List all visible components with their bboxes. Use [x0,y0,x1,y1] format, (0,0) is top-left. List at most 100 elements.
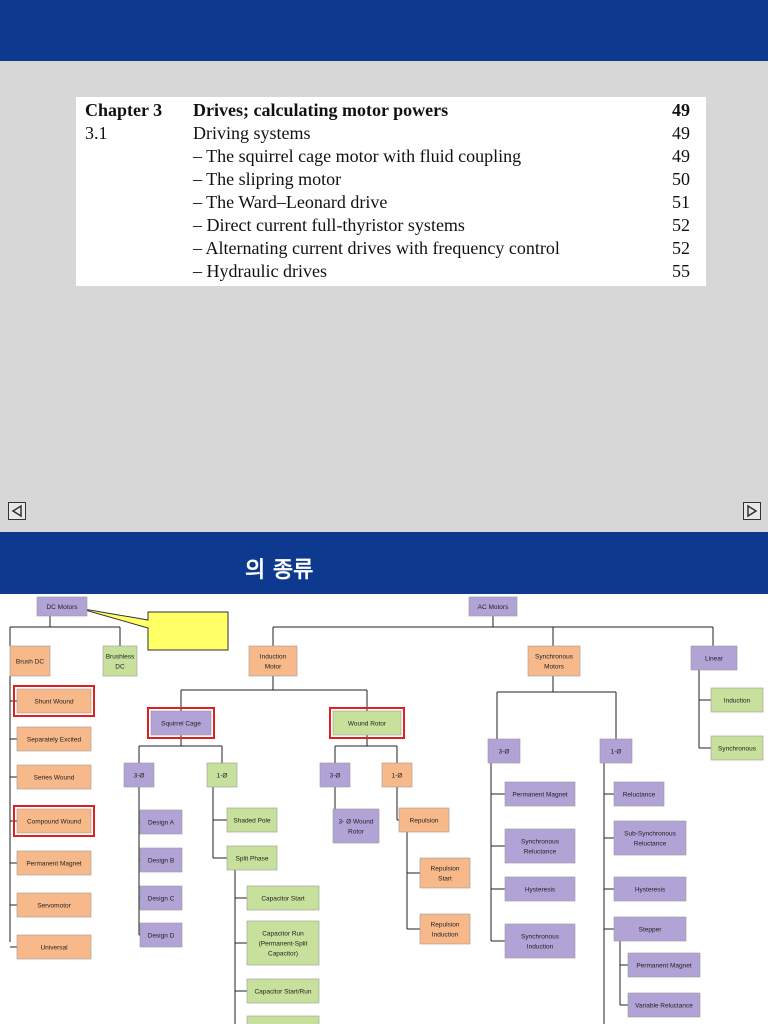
node-box [150,710,212,736]
slide-2-header-bar [0,532,768,594]
node-box [504,876,576,902]
toc-title: – The squirrel cage motor with fluid cou… [193,146,522,166]
toc-title: – Alternating current drives with freque… [193,238,560,258]
node-box [139,885,183,911]
node-box [419,857,471,889]
node-label: Series Wound [34,774,75,781]
node-box [36,596,88,617]
toc-number: 3.1 [85,123,108,143]
node-label: Variable Reluctance [635,1002,693,1009]
node-box [246,885,320,911]
node-ac: AC Motors [468,596,518,617]
node-capsr: Capacitor Start/Run [246,978,320,1004]
node-shaded: Shaded Pole [226,807,278,833]
node-box [16,726,92,752]
toc-page: 52 [672,238,690,258]
node-label: Synchronous [718,745,757,752]
node-label: Hysteresis [525,886,556,893]
slide-2-title: 의 종류 [245,558,314,583]
node-label: Permanent Magnet [26,860,81,867]
node-box [246,1015,320,1024]
toc-title: – The slipring motor [193,169,342,189]
toc-title: – The Ward–Leonard drive [193,192,388,212]
toc-number: Chapter 3 [85,100,163,120]
node-box [319,762,351,788]
node-box [627,992,701,1018]
node-label: 3-Ø [499,748,510,755]
node-label: Induction [724,697,751,704]
node-label: Hysteresis [635,886,666,893]
toc-page: 52 [672,215,690,235]
node-pmdc: Permanent Magnet [16,850,92,876]
node-sq3: 3-Ø [123,762,155,788]
node-box [504,781,576,807]
node-box [504,828,576,864]
node-label: Split Phase [236,855,269,862]
node-wound: Wound Rotor [329,707,405,739]
prev-slide-button[interactable] [8,502,26,520]
node-box [613,781,665,807]
node-label: DC Motors [46,604,78,611]
node-stepper: Stepper [613,916,687,942]
node-label: Design C [148,895,175,902]
node-da: Design A [139,809,183,835]
node-wr1: 1-Ø [381,762,413,788]
node-varrel: Variable Reluctance [627,992,701,1018]
toc-page: 55 [672,261,690,281]
node-box [504,923,576,959]
node-repulsion: Repulsion [398,807,450,833]
triangle-right-icon [747,504,758,518]
node-db: Design B [139,847,183,873]
node-sepex: Separately Excited [16,726,92,752]
node-shunt: Shunt Wound [13,685,95,717]
node-box [246,978,320,1004]
toc-page: 49 [672,146,690,166]
node-label: 3-Ø [134,772,145,779]
node-universal: Universal [16,934,92,960]
slide-1-header-bar [0,0,768,61]
next-slide-button[interactable] [743,502,761,520]
node-box [710,735,764,761]
toc-row: – Alternating current drives with freque… [76,237,706,260]
node-dd: Design D [139,922,183,948]
node-brushdc: Brush DC [9,645,51,677]
node-label: Stepper [639,926,663,933]
node-box [139,809,183,835]
node-box [248,645,298,677]
triangle-left-icon [11,504,22,518]
toc-title: – Hydraulic drives [193,261,327,281]
node-steppm: Permanent Magnet [627,952,701,978]
toc-row: – Hydraulic drives 55 [76,260,706,283]
node-servo: Servomotor [16,892,92,918]
node-label: Wound Rotor [348,720,387,727]
node-label: Design B [148,857,174,864]
node-box [468,596,518,617]
node-box [16,808,92,834]
node-label: Permanent Magnet [636,962,691,969]
toc-title: Driving systems [193,123,311,143]
node-label: Design A [148,819,175,826]
node-label: Separately Excited [27,736,82,743]
node-label: 1-Ø [392,772,403,779]
node-box [206,762,238,788]
node-sypm: Permanent Magnet [504,781,576,807]
node-box [16,892,92,918]
node-label: Linear [705,655,724,662]
node-label: 1-Ø [611,748,622,755]
node-squirrel: Squirrel Cage [147,707,215,739]
node-box [613,916,687,942]
